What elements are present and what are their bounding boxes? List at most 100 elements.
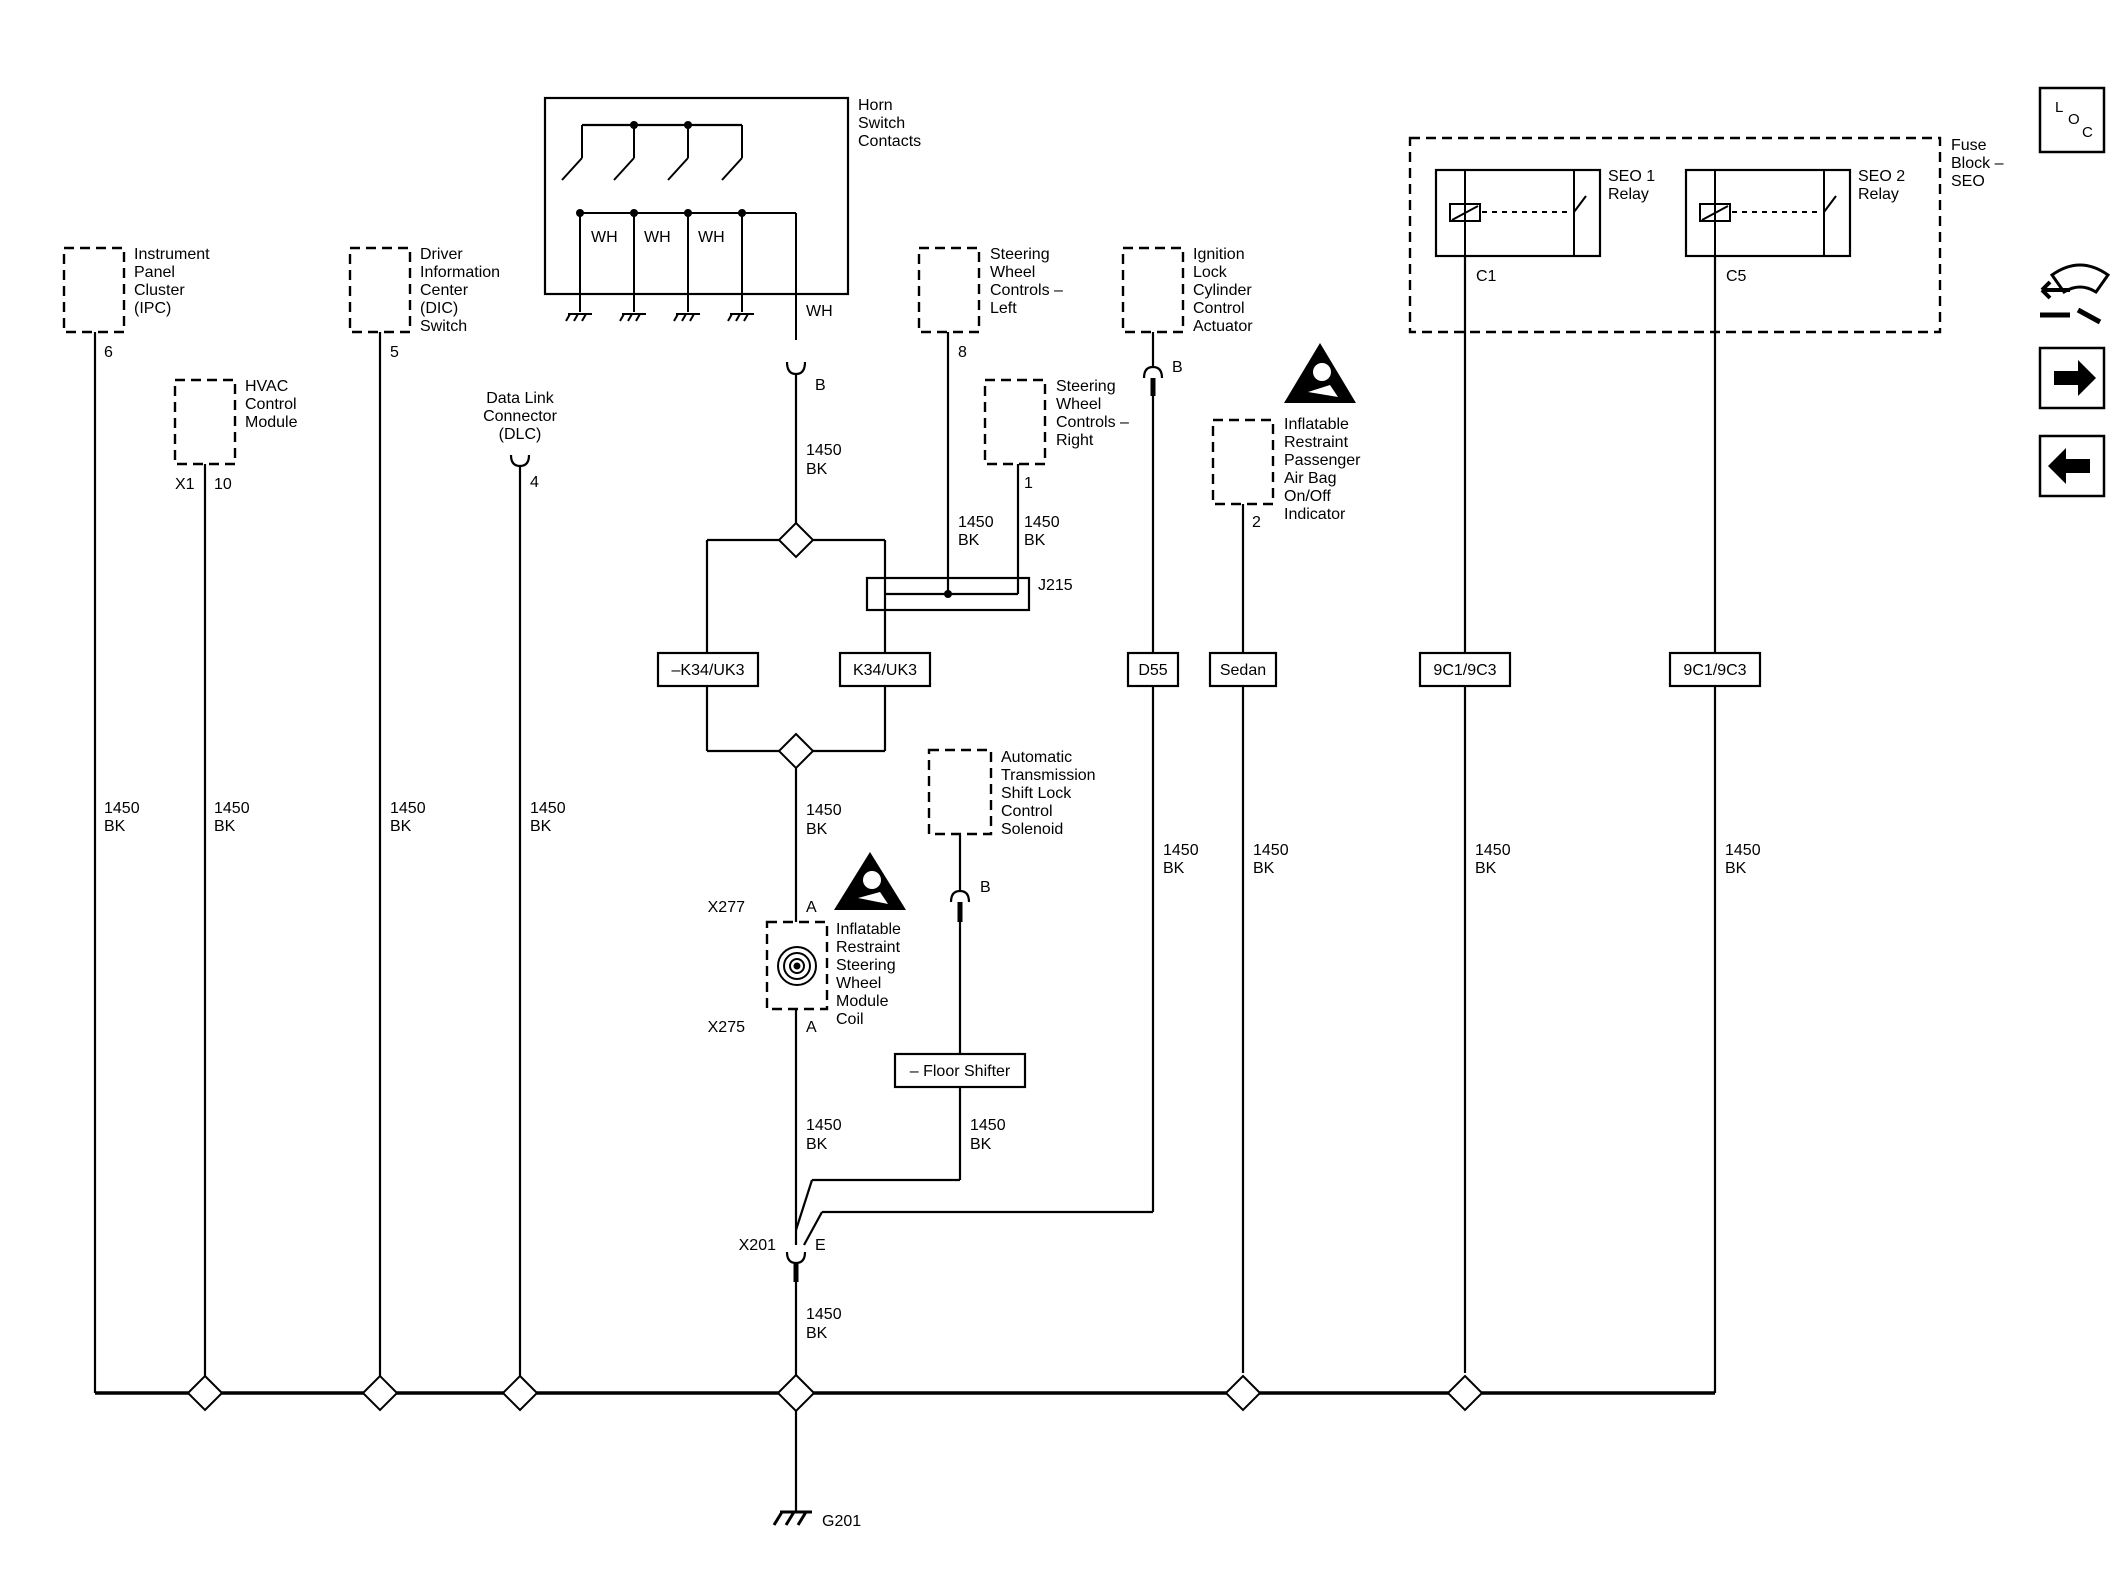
wire-color-label: BK — [1475, 860, 1497, 877]
fuse-block-label-3: SEO — [1951, 173, 1985, 190]
dlc-label-1: Data Link — [486, 390, 555, 407]
swc-left-label-4: Left — [990, 300, 1017, 317]
swc-right-label-3: Controls – — [1056, 414, 1129, 431]
wire-circuit-label: 1450 — [806, 442, 842, 459]
next-page-icon[interactable] — [2038, 346, 2106, 410]
loc-button[interactable]: L O C — [2038, 86, 2106, 154]
option-tag-seo1-text: 9C1/9C3 — [1433, 662, 1496, 679]
instrument-panel-cluster: Instrument Panel Cluster (IPC) 6 1450 BK — [62, 246, 210, 1393]
pass-airbag-label-4: Air Bag — [1284, 470, 1336, 487]
horn-wire-color-2: WH — [644, 229, 671, 246]
horn-terminal: B — [815, 377, 826, 394]
coil-top-pin: A — [806, 899, 817, 916]
loc-letter-c: C — [2082, 124, 2093, 141]
wire-circuit-label: 1450 — [530, 800, 566, 817]
wire-color-label: BK — [1725, 860, 1747, 877]
option-tag-not-k34-text: –K34/UK3 — [672, 662, 745, 679]
shift-lock-label-4: Control — [1001, 803, 1053, 820]
steering-wheel-controls-left: Steering Wheel Controls – Left 8 1450 BK — [917, 246, 1063, 594]
previous-page-icon[interactable] — [2038, 434, 2106, 498]
horn-out-wire-color: WH — [806, 303, 833, 320]
steering-wheel-controls-right: Steering Wheel Controls – Right 1 1450 B… — [983, 378, 1129, 594]
hvac-pin: 10 — [214, 476, 232, 493]
connector-symbol — [1142, 365, 1164, 379]
hvac-control-module: HVAC Control Module X1 10 1450 BK — [173, 378, 298, 1376]
dic-label-3: Center — [420, 282, 469, 299]
ipc-label-3: Cluster — [134, 282, 185, 299]
wire-circuit-label: 1450 — [104, 800, 140, 817]
splice-node — [777, 521, 815, 559]
passenger-airbag-indicator: Inflatable Restraint Passenger Air Bag O… — [1208, 343, 1361, 1373]
option-tag-sedan-text: Sedan — [1220, 662, 1266, 679]
wire-circuit-label: 1450 — [806, 802, 842, 819]
splice-label: J215 — [1038, 577, 1073, 594]
ignition-label-4: Control — [1193, 300, 1245, 317]
coil-label-4: Wheel — [836, 975, 881, 992]
wire-color-label: BK — [530, 818, 552, 835]
wire-circuit-label: 1450 — [958, 514, 994, 531]
seo2-relay: SEO 2 Relay C5 9C1/9C3 1450 BK — [1668, 168, 1905, 1393]
option-tag-seo2 — [1668, 651, 1762, 688]
connector-symbol — [949, 889, 971, 903]
wire-circuit-label: 1450 — [214, 800, 250, 817]
hvac-label-2: Control — [245, 396, 297, 413]
shift-lock-label-5: Solenoid — [1001, 821, 1063, 838]
wire-circuit-label: 1450 — [806, 1306, 842, 1323]
wire-color-label: BK — [1253, 860, 1275, 877]
option-tag-floor-shifter-text: – Floor Shifter — [910, 1063, 1011, 1080]
option-tag-sedan — [1208, 651, 1278, 688]
wire-circuit-label: 1450 — [1475, 842, 1511, 859]
wire-circuit-label: 1450 — [970, 1117, 1006, 1134]
wire-circuit-label: 1450 — [1725, 842, 1761, 859]
coil-label-6: Coil — [836, 1011, 864, 1028]
wire-circuit-label: 1450 — [390, 800, 426, 817]
airbag-warning-icon — [1284, 343, 1356, 403]
wire-color-label: BK — [806, 821, 828, 838]
seo2-relay-label-2: Relay — [1858, 186, 1899, 203]
seo1-relay-pin: C1 — [1476, 268, 1497, 285]
loc-letter-o: O — [2068, 111, 2080, 128]
option-tag-not-k34 — [656, 651, 760, 688]
pass-airbag-label-2: Restraint — [1284, 434, 1349, 451]
shift-lock-label-2: Transmission — [1001, 767, 1096, 784]
dlc-label-2: Connector — [483, 408, 557, 425]
ipc-label-1: Instrument — [134, 246, 210, 263]
coil-label-2: Restraint — [836, 939, 901, 956]
splice-node — [776, 1373, 816, 1413]
wire-color-label: BK — [1024, 532, 1046, 549]
ipc-label-2: Panel — [134, 264, 175, 281]
splice-node — [361, 1374, 399, 1412]
horn-circuit-branch: 1450 BK J215 –K34/UK3 K34/UK3 1450 BK X2… — [656, 374, 1073, 1375]
coil-top-connector: X277 — [708, 899, 745, 916]
fuse-block-label-1: Fuse — [1951, 137, 1987, 154]
seo1-relay-label-2: Relay — [1608, 186, 1649, 203]
pass-airbag-label-6: Indicator — [1284, 506, 1346, 523]
wire-circuit-label: 1450 — [1163, 842, 1199, 859]
wire-circuit-label: 1450 — [806, 1117, 842, 1134]
connector-symbol — [509, 454, 531, 468]
swc-right-label-1: Steering — [1056, 378, 1116, 395]
hvac-label-1: HVAC — [245, 378, 288, 395]
swc-left-label-3: Controls – — [990, 282, 1063, 299]
ignition-label-3: Cylinder — [1193, 282, 1252, 299]
swc-left-label-1: Steering — [990, 246, 1050, 263]
back-to-top-icon[interactable] — [2040, 263, 2111, 325]
swc-right-pin: 1 — [1024, 475, 1033, 492]
shift-lock-label-3: Shift Lock — [1001, 785, 1072, 802]
dic-pin: 5 — [390, 344, 399, 361]
wire-color-label: BK — [806, 461, 828, 478]
wire-color-label: BK — [1163, 860, 1185, 877]
fuse-block-label-2: Block – — [1951, 155, 2004, 172]
ground-label: G201 — [822, 1513, 861, 1530]
shift-lock-terminal: B — [980, 879, 991, 896]
dic-label-5: Switch — [420, 318, 467, 335]
horn-switch-label-1: Horn — [858, 97, 893, 114]
horn-switch-label-2: Switch — [858, 115, 905, 132]
pass-airbag-label-3: Passenger — [1284, 452, 1361, 469]
horn-wire-color-1: WH — [591, 229, 618, 246]
chassis-ground-symbols — [565, 313, 754, 322]
wire-color-label: BK — [806, 1136, 828, 1153]
ignition-lock-actuator: Ignition Lock Cylinder Control Actuator … — [803, 246, 1253, 1246]
swc-right-label-2: Wheel — [1056, 396, 1101, 413]
